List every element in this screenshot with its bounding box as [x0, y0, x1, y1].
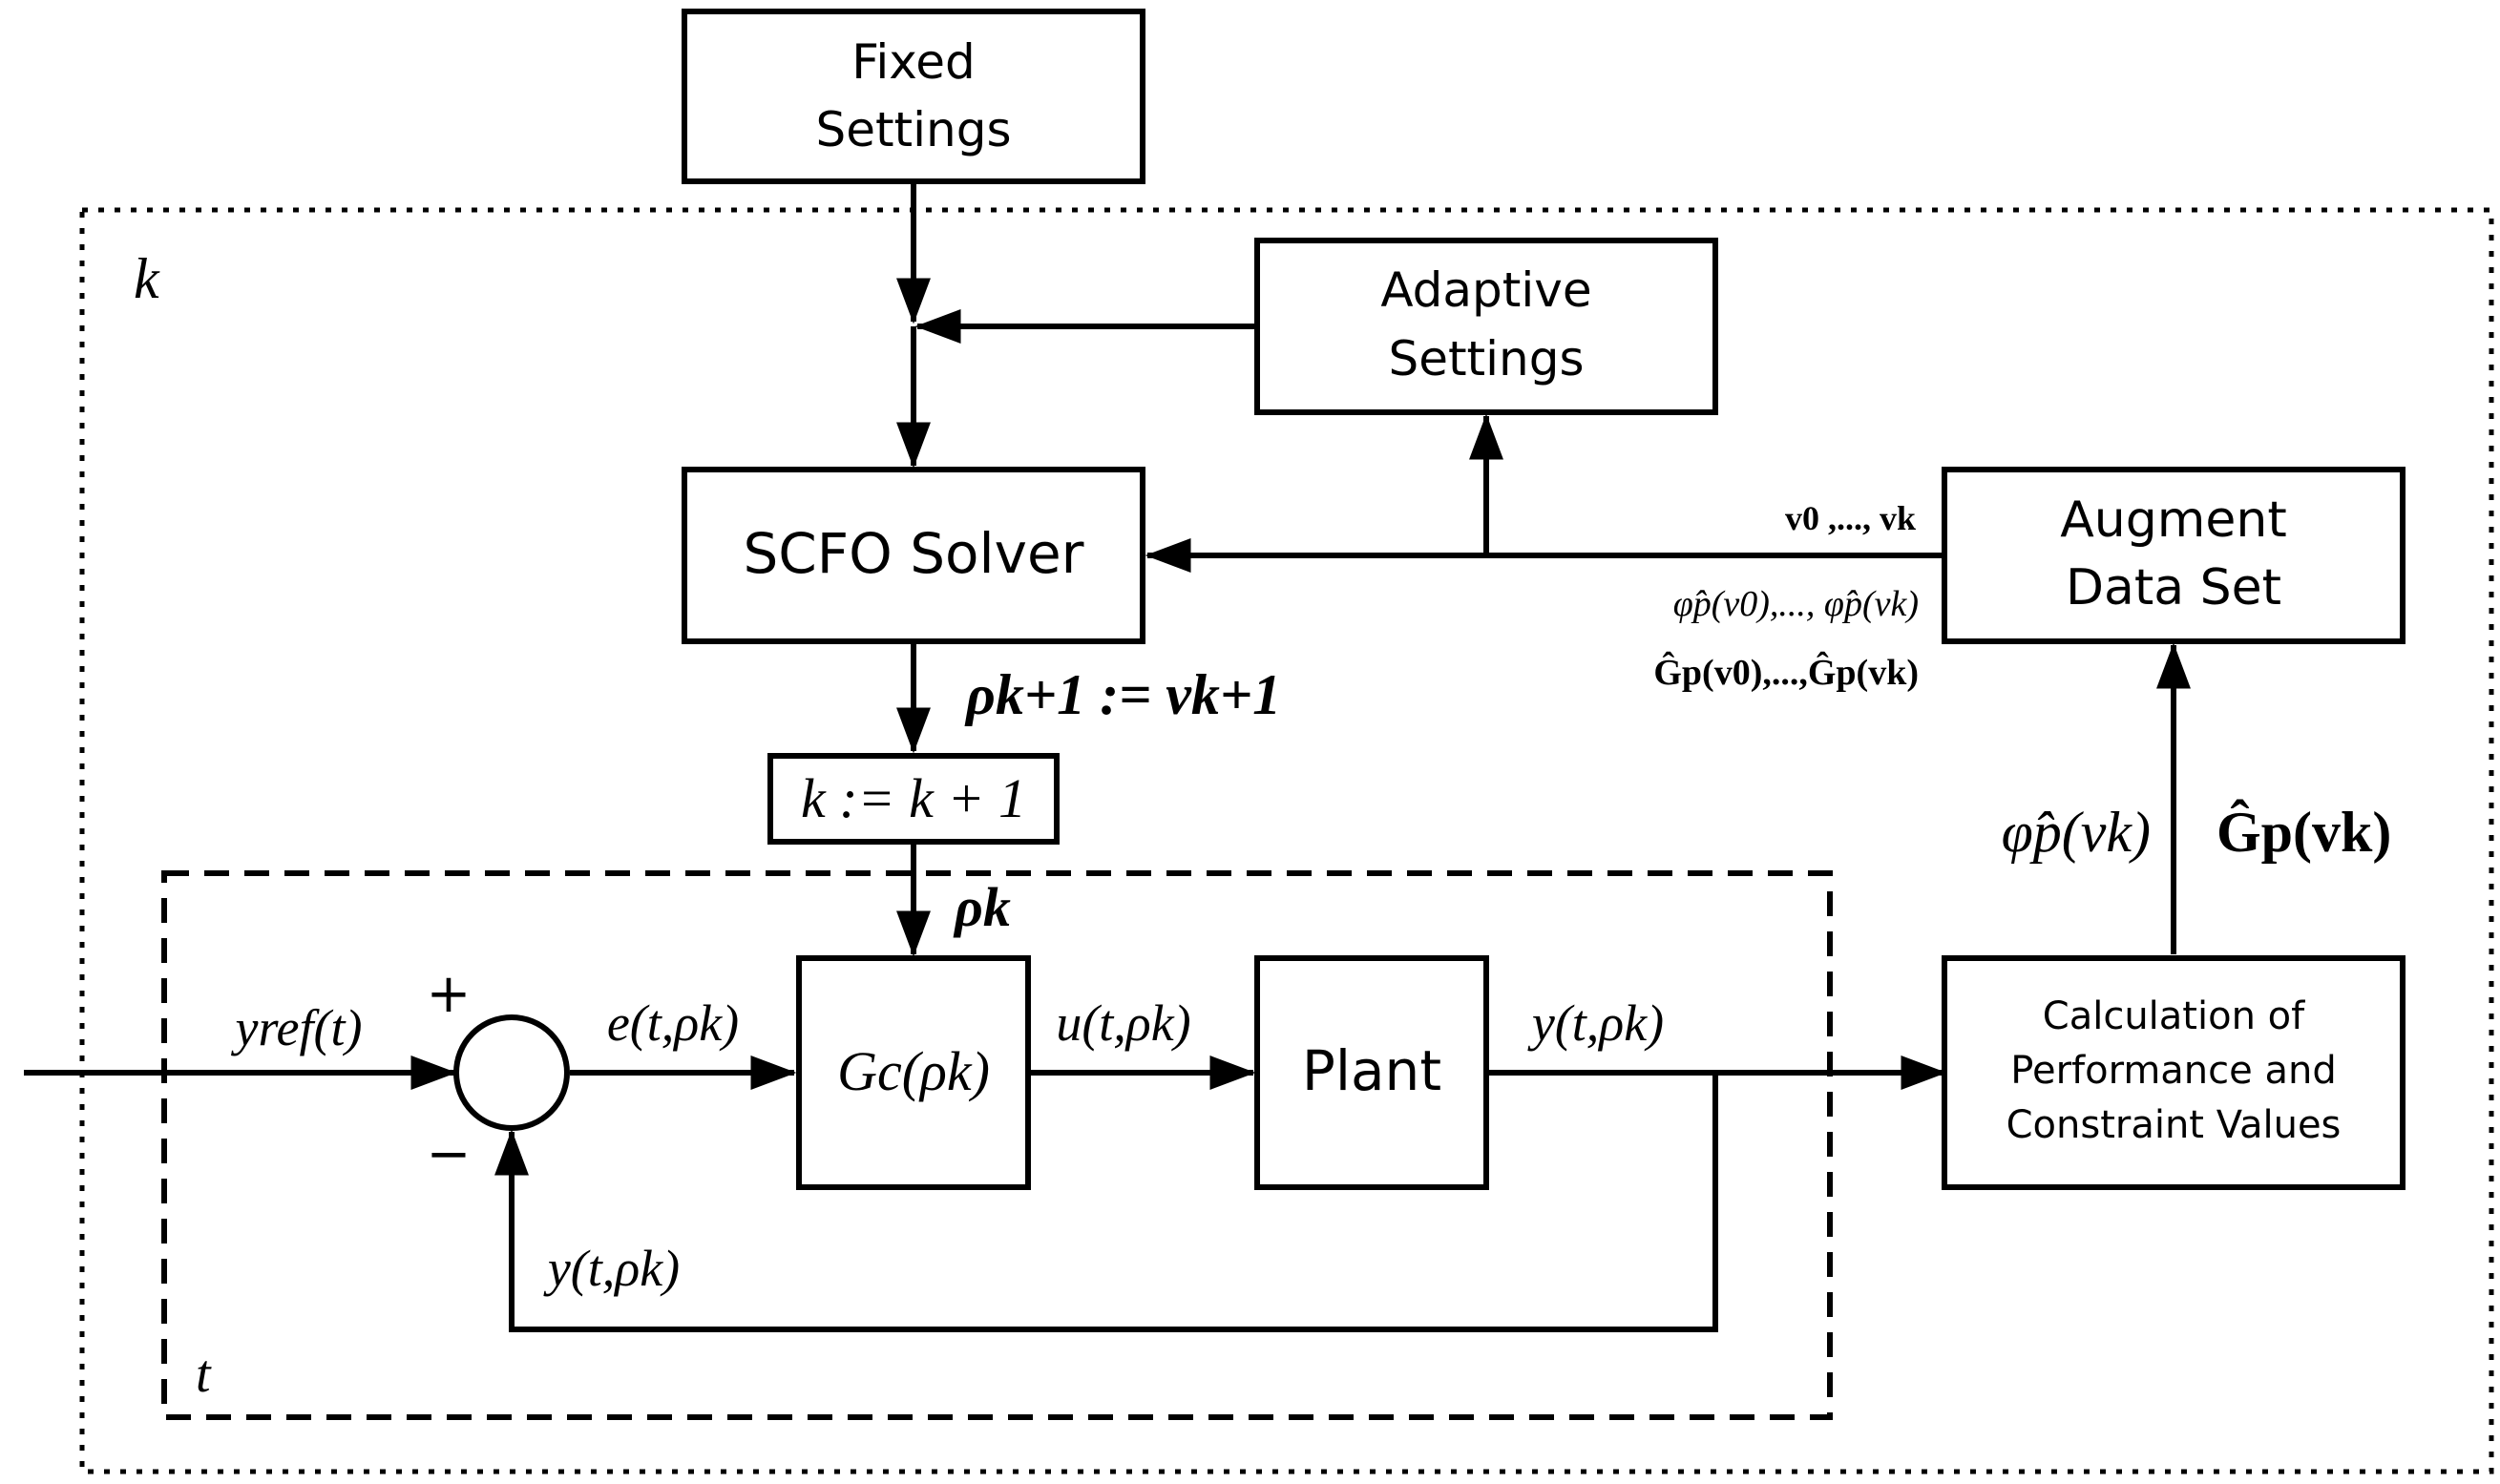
calculation-label-line3: Constraint Values — [2006, 1103, 2342, 1147]
outer-loop-label: k — [134, 247, 160, 310]
minus-sign: − — [427, 1123, 472, 1185]
adaptive-settings-block: Adaptive Settings — [1254, 238, 1718, 415]
error-signal-label: e(t,ρk) — [607, 994, 739, 1052]
iteration-increment-block: k := k + 1 — [767, 753, 1060, 845]
controller-label: Gc(ρk) — [837, 1040, 990, 1102]
scfo-solver-label: SCFO Solver — [743, 521, 1083, 586]
calculation-block: Calculation of Performance and Constrain… — [1942, 955, 2405, 1190]
augment-data-set-label-line1: Augment — [2060, 491, 2287, 549]
plant-block: Plant — [1254, 955, 1489, 1190]
calculation-label-line2: Performance and — [2010, 1049, 2336, 1093]
fixed-settings-block: Fixed Settings — [682, 9, 1145, 184]
fixed-settings-label-line2: Settings — [815, 102, 1011, 157]
plus-sign: + — [427, 963, 472, 1025]
control-signal-label: u(t,ρk) — [1056, 994, 1190, 1052]
adaptive-settings-label-line1: Adaptive — [1380, 262, 1591, 318]
plant-label: Plant — [1302, 1038, 1441, 1103]
output-signal-label: y(t,ρk) — [1527, 994, 1664, 1052]
fixed-settings-label-line1: Fixed — [851, 34, 976, 90]
phi-estimate-label: φ̂p(vk) — [2002, 801, 2151, 864]
feedback-arrow — [494, 1073, 1718, 1332]
summing-junction-icon — [453, 1014, 570, 1131]
calculation-label-line1: Calculation of — [2043, 994, 2305, 1038]
data-points-label: v0 ,..., vk — [1785, 499, 1916, 537]
iteration-increment-label: k := k + 1 — [801, 767, 1026, 829]
augment-data-set-label-line2: Data Set — [2066, 559, 2281, 617]
outer-loop-region — [79, 207, 2494, 1474]
g-estimate-label: Ĝp(vk) — [2216, 800, 2391, 864]
rho-update-label: ρk+1 := vk+1 — [964, 663, 1281, 726]
data-phi-label: φ̂p(v0),..., φ̂p(vk) — [1673, 584, 1919, 624]
adaptive-settings-label-line2: Settings — [1388, 331, 1584, 387]
rho-k-label: ρk — [953, 876, 1011, 938]
feedback-signal-label: y(t,ρk) — [543, 1240, 680, 1297]
scfo-solver-block: SCFO Solver — [682, 467, 1145, 644]
inner-loop-region — [161, 870, 1833, 1420]
inner-loop-label: t — [196, 1345, 212, 1404]
reference-signal-label: yref(t) — [231, 999, 363, 1056]
data-g-label: Ĝp(v0),...,Ĝp(vk) — [1653, 651, 1919, 693]
controller-block: Gc(ρk) — [796, 955, 1031, 1190]
augment-data-set-block: Augment Data Set — [1942, 467, 2405, 644]
